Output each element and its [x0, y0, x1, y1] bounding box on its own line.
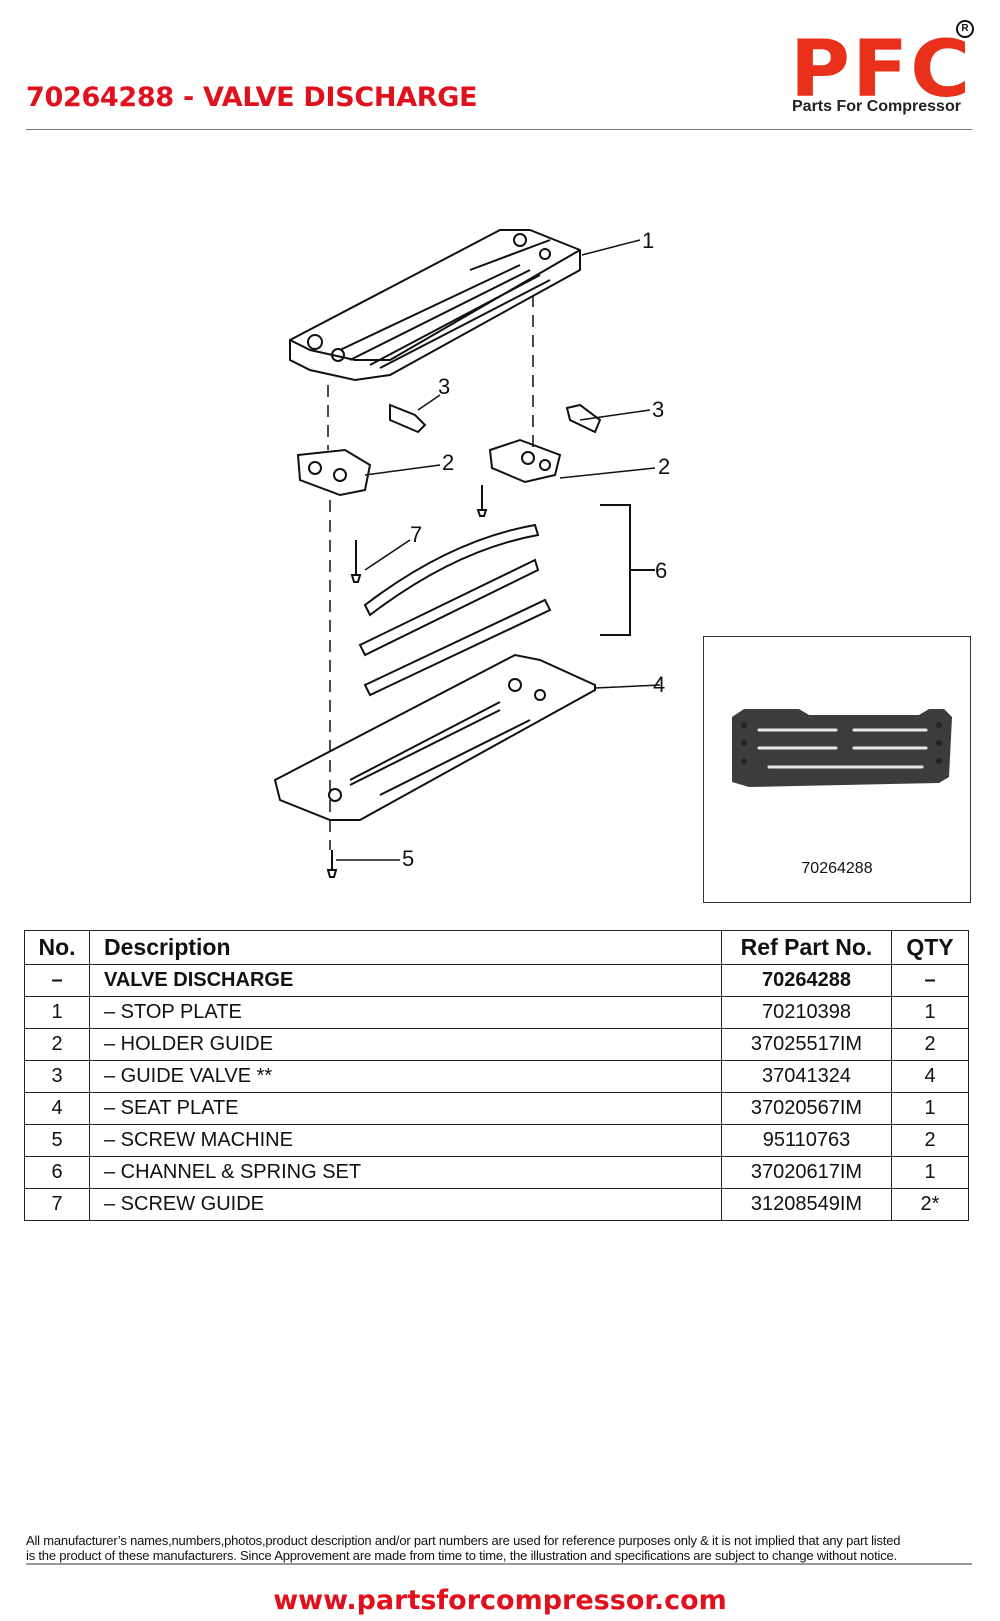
cell-ref-part-no: 37020617IM	[721, 1156, 892, 1189]
cell-ref-part-no: 31208549IM	[721, 1188, 892, 1221]
table-row: 2 – HOLDER GUIDE 37025517IM 2	[24, 1028, 969, 1061]
cell-description: – STOP PLATE	[89, 996, 722, 1029]
cell-no: 3	[24, 1060, 90, 1093]
cell-ref-part-no: 95110763	[721, 1124, 892, 1157]
cell-ref-part-no: 70210398	[721, 996, 892, 1029]
channel-spring-set-drawing	[358, 523, 552, 697]
table-row: 5 – SCREW MACHINE 95110763 2	[24, 1124, 969, 1157]
photo-caption: 70264288	[801, 860, 873, 877]
cell-description: – SEAT PLATE	[89, 1092, 722, 1125]
cell-no: 4	[24, 1092, 90, 1125]
set-bracket	[600, 504, 655, 636]
header-no: No.	[24, 930, 90, 965]
cell-no: 6	[24, 1156, 90, 1189]
cell-description: – SCREW MACHINE	[89, 1124, 722, 1157]
cell-description: VALVE DISCHARGE	[89, 964, 722, 997]
cell-no: 5	[24, 1124, 90, 1157]
product-photo-box: 70264288	[703, 636, 971, 903]
pfc-logo: PFC R Parts For Compressor	[790, 20, 980, 120]
header-qty: QTY	[891, 930, 969, 965]
disclaimer-line-2: is the product of these manufacturers. S…	[26, 1548, 897, 1563]
cell-ref-part-no: 70264288	[721, 964, 892, 997]
table-row: 1 – STOP PLATE 70210398 1	[24, 996, 969, 1029]
logo-tagline: Parts For Compressor	[792, 98, 961, 115]
callout-2-left: 2	[442, 450, 454, 475]
cell-qty: 2	[891, 1124, 969, 1157]
table-row: 3 – GUIDE VALVE ** 37041324 4	[24, 1060, 969, 1093]
logo-letters: PFC	[790, 25, 973, 115]
seat-plate-drawing	[273, 653, 596, 821]
product-photo	[732, 709, 952, 787]
header-description: Description	[89, 930, 722, 965]
cell-no: 7	[24, 1188, 90, 1221]
cell-description: – CHANNEL & SPRING SET	[89, 1156, 722, 1189]
footer-divider	[26, 1563, 972, 1565]
cell-description: – HOLDER GUIDE	[89, 1028, 722, 1061]
cell-no: –	[24, 964, 90, 997]
callout-7: 7	[410, 522, 422, 547]
guide-valve-left-drawing	[389, 403, 427, 434]
header-divider	[26, 129, 972, 130]
cell-qty: 2*	[891, 1188, 969, 1221]
guide-valve-right-drawing	[565, 403, 602, 434]
stop-plate-drawing	[289, 229, 581, 382]
holder-guide-left-drawing	[296, 448, 372, 497]
table-row: 4 – SEAT PLATE 37020567IM 1	[24, 1092, 969, 1125]
disclaimer: All manufacturer’s names,numbers,photos,…	[26, 1533, 974, 1563]
cell-qty: –	[891, 964, 969, 997]
cell-description: – GUIDE VALVE **	[89, 1060, 722, 1093]
cell-qty: 1	[891, 1156, 969, 1189]
parts-table: No. Description Ref Part No. QTY – VALVE…	[24, 930, 969, 1221]
website-link[interactable]: www.partsforcompressor.com	[273, 1585, 727, 1616]
table-row: 6 – CHANNEL & SPRING SET 37020617IM 1	[24, 1156, 969, 1189]
cell-ref-part-no: 37041324	[721, 1060, 892, 1093]
callout-3-left: 3	[438, 374, 450, 399]
screw-guide-drawing	[350, 485, 488, 583]
cell-ref-part-no: 37020567IM	[721, 1092, 892, 1125]
exploded-parts-diagram: 1 2 2 3 3 4 5 6 7	[273, 228, 670, 878]
callout-2-right: 2	[658, 454, 670, 479]
cell-no: 1	[24, 996, 90, 1029]
leader-lines	[336, 239, 661, 861]
page-title: 70264288 - VALVE DISCHARGE	[26, 82, 478, 113]
holder-guide-right-drawing	[488, 438, 562, 484]
table-header-row: No. Description Ref Part No. QTY	[24, 930, 969, 965]
cell-ref-part-no: 37025517IM	[721, 1028, 892, 1061]
callout-3-right: 3	[652, 397, 664, 422]
cell-qty: 1	[891, 996, 969, 1029]
cell-qty: 4	[891, 1060, 969, 1093]
table-row: 7 – SCREW GUIDE 31208549IM 2*	[24, 1188, 969, 1221]
screw-machine-drawing	[326, 850, 338, 878]
cell-qty: 1	[891, 1092, 969, 1125]
disclaimer-line-1: All manufacturer’s names,numbers,photos,…	[26, 1533, 901, 1548]
callout-5: 5	[402, 846, 414, 871]
cell-description: – SCREW GUIDE	[89, 1188, 722, 1221]
cell-no: 2	[24, 1028, 90, 1061]
registered-icon: R	[956, 20, 974, 38]
header-ref-part-no: Ref Part No.	[721, 930, 892, 965]
callout-1: 1	[642, 228, 654, 253]
callout-6: 6	[655, 558, 667, 583]
callout-4: 4	[653, 672, 665, 697]
cell-qty: 2	[891, 1028, 969, 1061]
assembly-lines	[327, 295, 534, 850]
table-row: – VALVE DISCHARGE 70264288 –	[24, 964, 969, 997]
